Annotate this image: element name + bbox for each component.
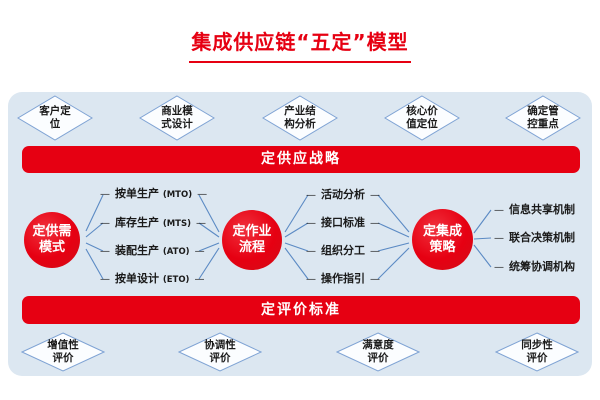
dash: —: [100, 189, 110, 200]
item-label: 组织分工: [321, 244, 365, 257]
item-label: 接口标准: [321, 216, 365, 229]
dash: —: [494, 205, 504, 216]
item-code: (ETO): [162, 275, 190, 285]
list-item-info-sharing: — 信息共享机制: [494, 202, 590, 219]
diamond-coordination-evaluation: 协调性评价: [178, 332, 262, 372]
diamond-core-value-positioning: 核心价值定位: [384, 95, 460, 141]
dash: —: [370, 246, 380, 257]
list-item-mts: — 库存生产 (MTS) —: [100, 215, 206, 232]
circle-label: 定集成策略: [422, 223, 462, 255]
dash: —: [100, 246, 110, 257]
dash: —: [194, 274, 205, 285]
circle-supply-demand-mode: 定供需模式: [24, 212, 80, 268]
item-label: 联合决策机制: [509, 231, 575, 244]
item-label: 库存生产: [115, 216, 159, 229]
circle-label: 定作业流程: [232, 224, 272, 255]
item-label: 装配生产: [115, 244, 159, 257]
list-item-eto: — 按单设计 (ETO) —: [100, 271, 204, 288]
list-item-operation-guide: — 操作指引 —: [301, 271, 385, 288]
list-item-activity-analysis: — 活动分析 —: [301, 187, 385, 204]
dash: —: [306, 218, 316, 229]
diamond-label: 确定管控重点: [527, 105, 559, 130]
diamond-value-added-evaluation: 增值性评价: [21, 332, 105, 372]
diamond-industry-structure-analysis: 产业结构分析: [262, 95, 338, 141]
dash: —: [306, 274, 316, 285]
banner-supply-strategy: 定供应战略: [22, 146, 580, 173]
circle-operation-process: 定作业流程: [222, 210, 282, 270]
diamond-label: 协调性评价: [204, 339, 236, 364]
item-label: 统筹协调机构: [509, 260, 575, 273]
dash: —: [370, 274, 380, 285]
page-title: 集成供应链“五定”模型: [189, 26, 411, 63]
list-item-coordination-body: — 统筹协调机构: [494, 259, 590, 276]
diamond-label: 同步性评价: [521, 339, 553, 364]
item-code: (MTS): [162, 219, 191, 229]
dash: —: [100, 274, 110, 285]
dash: —: [306, 190, 316, 201]
dash: —: [494, 262, 504, 273]
list-item-joint-decision: — 联合决策机制: [494, 230, 590, 247]
dash: —: [306, 246, 316, 257]
diamond-label: 增值性评价: [47, 339, 79, 364]
dash: —: [194, 246, 205, 257]
item-label: 按单设计: [115, 272, 159, 285]
dash: —: [197, 189, 208, 200]
banner-evaluation-standard: 定评价标准: [22, 296, 580, 324]
item-code: (ATO): [162, 247, 190, 257]
diamond-label: 核心价值定位: [406, 105, 438, 130]
diamond-label: 产业结构分析: [284, 105, 316, 130]
diamond-synchronization-evaluation: 同步性评价: [495, 332, 579, 372]
dash: —: [370, 218, 380, 229]
item-label: 活动分析: [321, 188, 365, 201]
list-item-interface-standard: — 接口标准 —: [301, 215, 385, 232]
list-item-mto: — 按单生产 (MTO) —: [100, 186, 208, 203]
dash: —: [100, 218, 110, 229]
dash: —: [370, 190, 380, 201]
diamond-satisfaction-evaluation: 满意度评价: [336, 332, 420, 372]
circle-integration-strategy: 定集成策略: [412, 209, 473, 270]
dash: —: [494, 233, 504, 244]
item-label: 按单生产: [115, 187, 159, 200]
diamond-label: 商业模式设计: [161, 105, 193, 130]
list-item-organization-division: — 组织分工 —: [301, 243, 385, 260]
circle-label: 定供需模式: [32, 224, 72, 255]
diamond-label: 满意度评价: [362, 339, 394, 364]
item-label: 操作指引: [321, 272, 365, 285]
diamond-label: 客户定位: [39, 105, 71, 130]
diamond-customer-positioning: 客户定位: [17, 95, 93, 141]
diamond-business-model-design: 商业模式设计: [139, 95, 215, 141]
diamond-control-focus: 确定管控重点: [505, 95, 581, 141]
title-area: 集成供应链“五定”模型: [0, 26, 600, 63]
dash: —: [196, 218, 206, 229]
list-item-ato: — 装配生产 (ATO) —: [100, 243, 205, 260]
item-code: (MTO): [162, 190, 193, 200]
item-label: 信息共享机制: [509, 203, 575, 216]
